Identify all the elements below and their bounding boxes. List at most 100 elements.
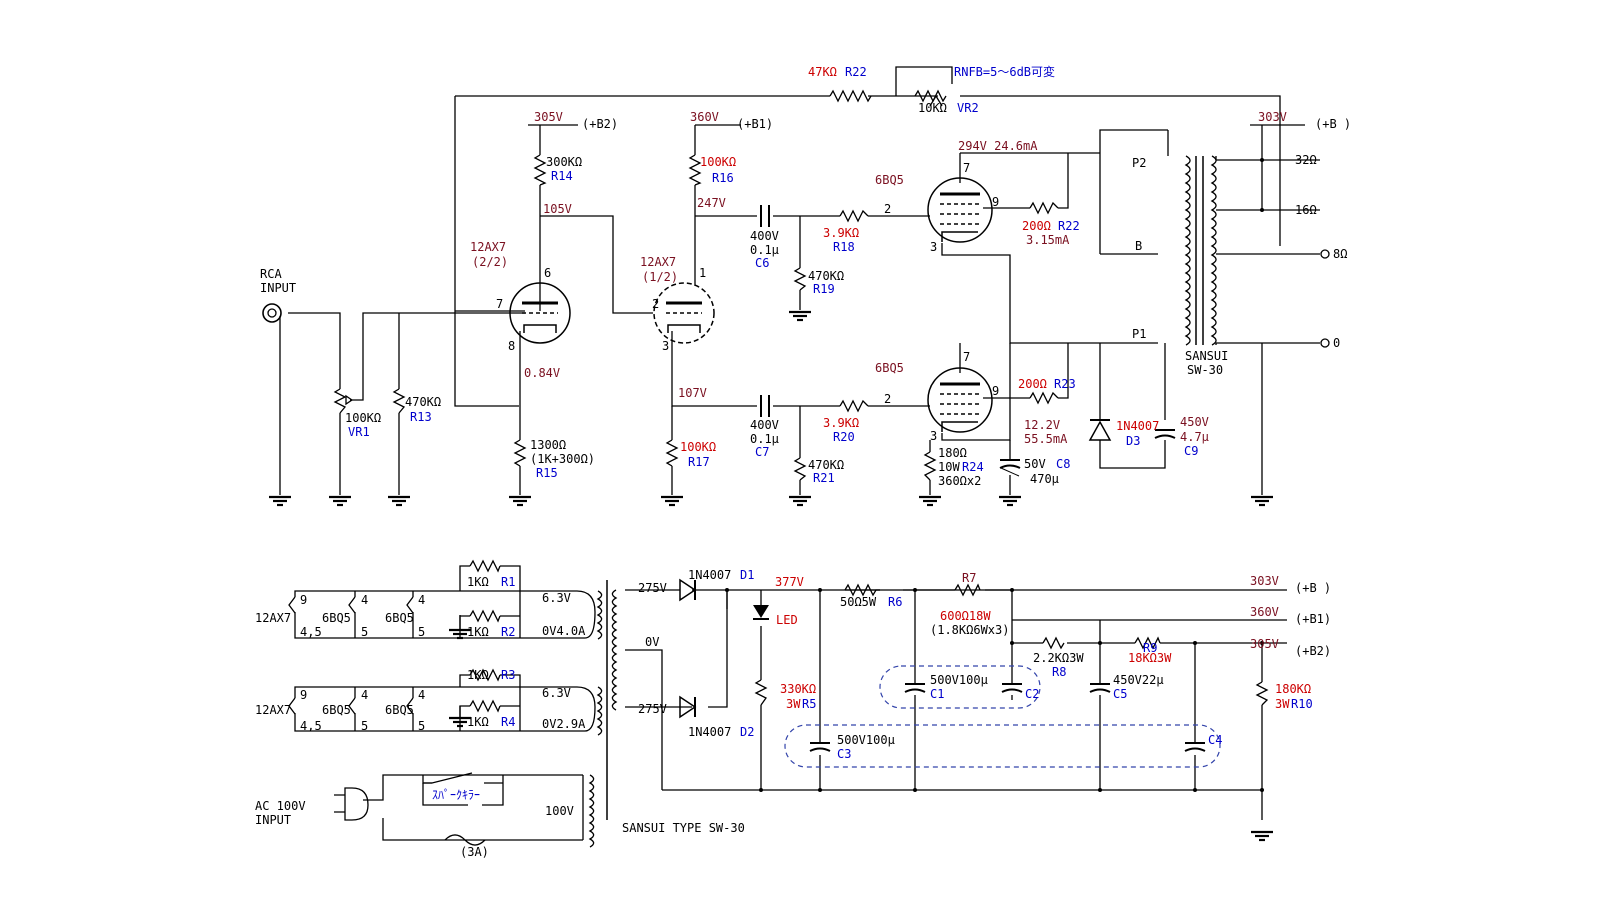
label-ps-b: (+B ) [1295,581,1331,595]
label-c5-value: 450V22μ [1113,673,1164,687]
rca-input-jack [262,303,282,323]
diode-d1 [679,578,697,602]
label-c8: C8 [1056,457,1070,471]
label-vr2-value: 10KΩ [918,101,947,115]
label-rca-input: INPUT [260,281,296,295]
label-hq5b: 5 [418,719,425,733]
label-rca: RCA [260,267,282,281]
components-bottom [447,559,1269,848]
pin-3-b: 3 [930,429,937,443]
label-6bq5-a: 6BQ5 [875,173,904,187]
label-c7: C7 [755,445,769,459]
label-vr1-value: 100KΩ [345,411,381,425]
label-heater-40a: 0V4.0A [542,624,586,638]
resistor-r21 [793,457,807,481]
label-c5: C5 [1113,687,1127,701]
label-r21: R21 [813,471,835,485]
label-d3-value: 1N4007 [1116,419,1159,433]
label-heater-12ax7-2: 12AX7 [255,703,291,717]
resistor-r1 [469,559,501,573]
capacitor-c2 [1001,683,1023,693]
label-hp4b: 4 [418,593,425,607]
label-ma315: 3.15mA [1026,233,1070,247]
label-r24-watt: 10W [938,460,960,474]
label-r3: R3 [501,668,515,682]
pin-7-b: 7 [963,350,970,364]
label-c3: C3 [837,747,851,761]
pin-8: 8 [508,339,515,353]
label-d1-value: 1N4007 [688,568,731,582]
resistor-r23 [1029,391,1059,405]
label-ps-303v: 303V [1250,574,1279,588]
resistor-r24 [923,451,937,481]
ac-plug-icon [334,787,369,821]
label-c1-value: 500V100μ [930,673,988,687]
label-rnfb: RNFB=5〜6dB可変 [954,64,1055,79]
label-p2: P2 [1132,156,1146,170]
label-ps-305v: 305V [1250,637,1279,651]
label-r6: R6 [888,595,902,609]
resistor-r18 [839,209,869,223]
label-275v-b: 275V [638,702,667,716]
label-6bq5-b: 6BQ5 [875,361,904,375]
label-r22b: R22 [1058,219,1080,233]
label-r4: R4 [501,715,515,729]
led-icon [753,605,769,620]
label-r5-watt: 3W [786,697,801,711]
label-v105: 105V [543,202,572,216]
label-r23-value: 200Ω [1018,377,1047,391]
label-r2-value: 1KΩ [467,625,489,639]
ground-symbols [267,310,1275,842]
resistor-r22b [1029,201,1059,215]
label-b2: (+B2) [582,117,618,131]
label-v247: 247V [697,196,726,210]
label-fuse: (3A) [460,845,489,859]
power-supply-wiring [288,565,1287,846]
label-r22b-value: 200Ω [1022,219,1051,233]
label-tube1: 12AX7 [470,240,506,254]
label-vr1: VR1 [348,425,370,439]
label-8ohm: 8Ω [1333,247,1347,261]
label-heater-12ax7-1: 12AX7 [255,611,291,625]
components-top [262,89,1330,481]
label-tube2: 12AX7 [640,255,676,269]
pin-1: 1 [699,266,706,280]
label-hp45: 4,5 [300,625,322,639]
pin-3: 3 [662,339,669,353]
label-ps-b2: (+B2) [1295,644,1331,658]
label-ps-360v: 360V [1250,605,1279,619]
output-transformer [1167,130,1217,346]
resistor-r15 [513,439,527,467]
resistor-r22 [829,89,872,103]
label-r19-value: 470KΩ [808,269,844,283]
label-d2: D2 [740,725,754,739]
power-transformer-coil-primary [588,774,595,848]
label-hp9: 9 [300,593,307,607]
label-r23: R23 [1054,377,1076,391]
label-c7-voltage: 400V [750,418,779,432]
resistor-r14 [533,154,547,186]
label-r22-value: 47KΩ [808,65,837,79]
terminal-8ohm [1320,249,1330,259]
capacitor-c1 [904,683,926,693]
potentiometer-vr1 [333,388,347,414]
label-primary-100v: 100V [545,804,574,818]
amplifier-wiring [279,66,1320,495]
resistor-r13 [392,388,406,414]
label-r1: R1 [501,575,515,589]
label-v084: 0.84V [524,366,560,380]
label-d1: D1 [740,568,754,582]
pin-7-a: 7 [963,161,970,175]
label-r8: R8 [1052,665,1066,679]
label-c3-value: 500V100μ [837,733,895,747]
capacitor-c3 [809,742,831,752]
resistor-r7 [954,583,981,597]
potentiometer-vr2 [914,89,947,103]
diode-d2 [679,695,697,719]
label-r10-watt: 3W [1275,697,1290,711]
label-c1: C1 [930,687,944,701]
label-heater-63v-1: 6.3V [542,591,571,605]
label-c6-value: 0.1μ [750,243,779,257]
label-hp5: 5 [361,625,368,639]
label-r15-value: 1300Ω [530,438,566,452]
